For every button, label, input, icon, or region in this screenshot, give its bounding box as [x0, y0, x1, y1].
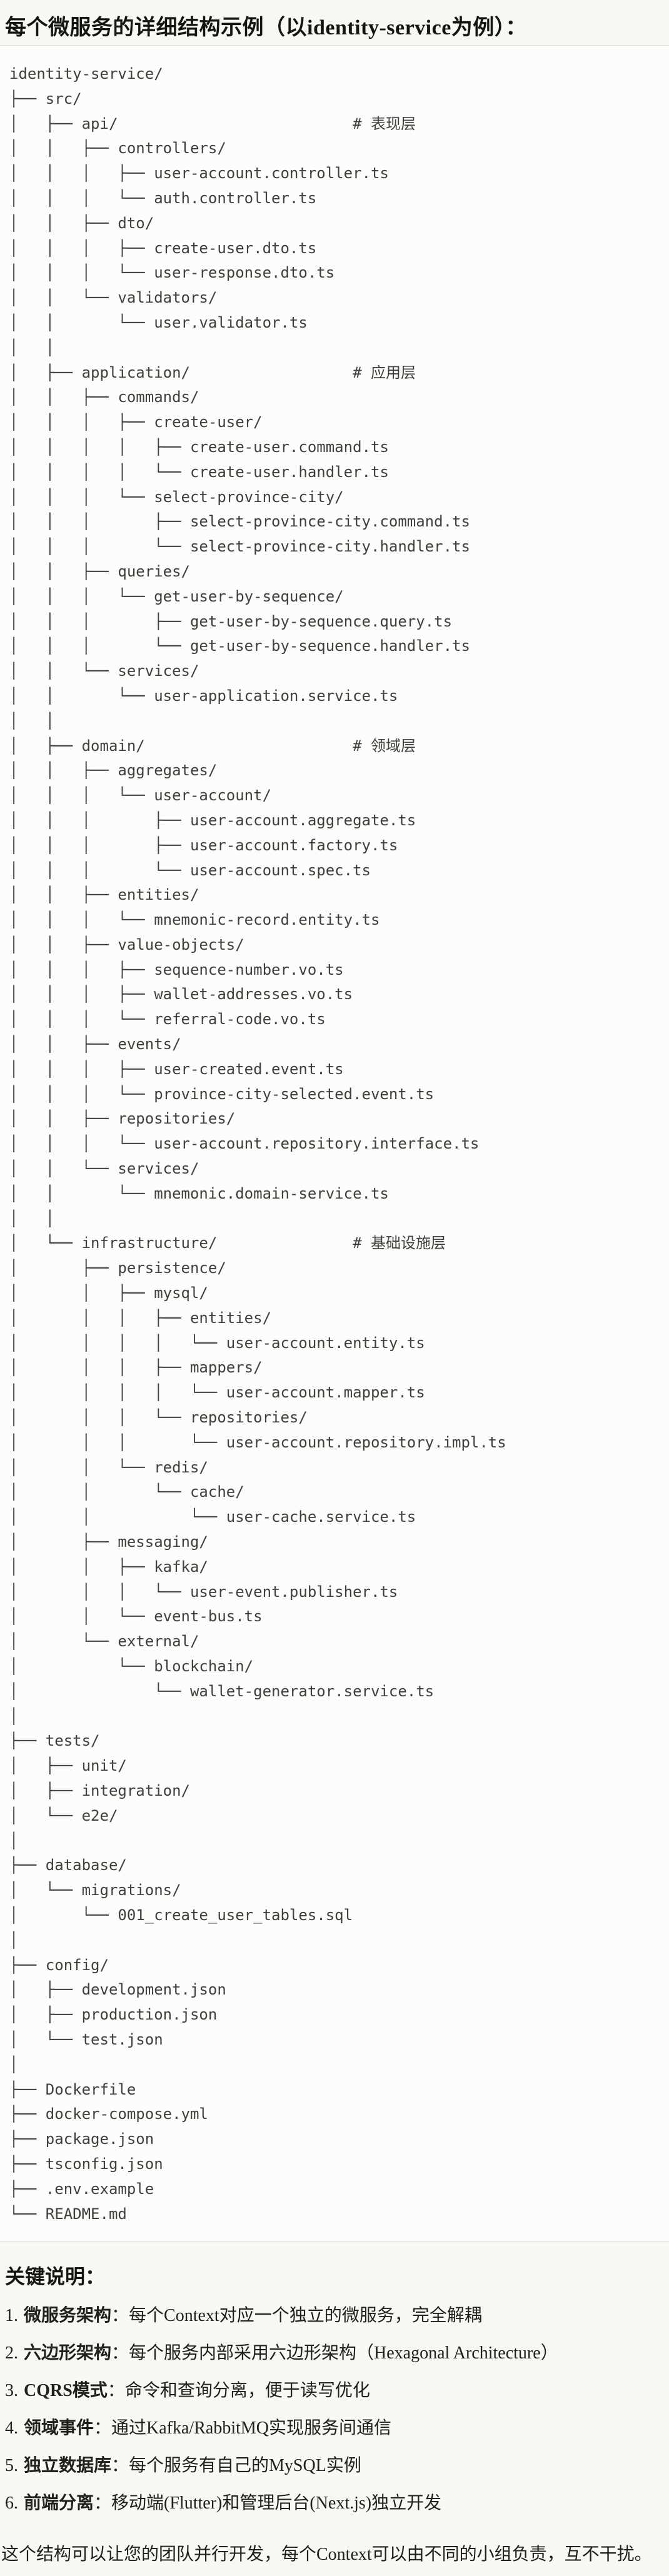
- note-colon: ：: [111, 2456, 129, 2476]
- note-item: 4. 领域事件：通过Kafka/RabbitMQ实现服务间通信: [5, 2416, 669, 2441]
- notes-section: 关键说明： 1.微服务架构：每个Context对应一个独立的微服务，完全解耦 2…: [0, 2263, 669, 2567]
- directory-tree: identity-service/ ├── src/ │ ├── api/ # …: [9, 65, 506, 2223]
- note-text: 移动端(Flutter)和管理后台(Next.js)独立开发: [111, 2493, 442, 2513]
- note-term: 前端分离: [24, 2493, 94, 2513]
- note-text: 通过Kafka/RabbitMQ实现服务间通信: [111, 2418, 391, 2438]
- note-term: 领域事件: [24, 2418, 94, 2438]
- note-colon: ：: [107, 2381, 125, 2401]
- note-number: 5.: [5, 2456, 18, 2476]
- code-block: identity-service/ ├── src/ │ ├── api/ # …: [0, 45, 669, 2243]
- note-text: 命令和查询分离，便于读写优化: [124, 2381, 370, 2401]
- closing-paragraph: 这个结构可以让您的团队并行开发，每个Context可以由不同的小组负责，互不干扰…: [1, 2545, 652, 2565]
- page-title: 每个微服务的详细结构示例（以identity-service为例）：: [5, 16, 527, 39]
- note-term: CQRS模式: [24, 2381, 108, 2401]
- note-item: 5. 独立数据库：每个服务有自己的MySQL实例: [5, 2453, 669, 2478]
- note-colon: ：: [111, 2306, 129, 2326]
- note-number: 4.: [5, 2418, 18, 2438]
- note-number: 2.: [5, 2343, 18, 2363]
- note-term: 六边形架构: [24, 2343, 112, 2363]
- note-number: 1.: [5, 2306, 18, 2326]
- note-term: 微服务架构: [24, 2306, 112, 2326]
- note-item: 1. 微服务架构：每个Context对应一个独立的微服务，完全解耦: [5, 2303, 669, 2328]
- notes-list: 1.微服务架构：每个Context对应一个独立的微服务，完全解耦 2.六边形架构…: [0, 2303, 669, 2516]
- note-number: 6.: [5, 2493, 18, 2513]
- note-colon: ：: [94, 2493, 112, 2513]
- note-number: 3.: [5, 2381, 18, 2401]
- note-term: 独立数据库: [24, 2456, 112, 2476]
- notes-heading: 关键说明：: [5, 2265, 106, 2288]
- note-text: 每个Context对应一个独立的微服务，完全解耦: [129, 2306, 482, 2326]
- note-item: 3. CQRS模式：命令和查询分离，便于读写优化: [5, 2378, 669, 2403]
- note-text: 每个服务内部采用六边形架构（Hexagonal Architecture）: [129, 2343, 558, 2363]
- note-colon: ：: [94, 2418, 112, 2438]
- note-item: 6. 前端分离：移动端(Flutter)和管理后台(Next.js)独立开发: [5, 2491, 669, 2516]
- note-colon: ：: [111, 2343, 129, 2363]
- note-text: 每个服务有自己的MySQL实例: [129, 2456, 361, 2476]
- note-item: 2. 六边形架构：每个服务内部采用六边形架构（Hexagonal Architec…: [5, 2341, 669, 2366]
